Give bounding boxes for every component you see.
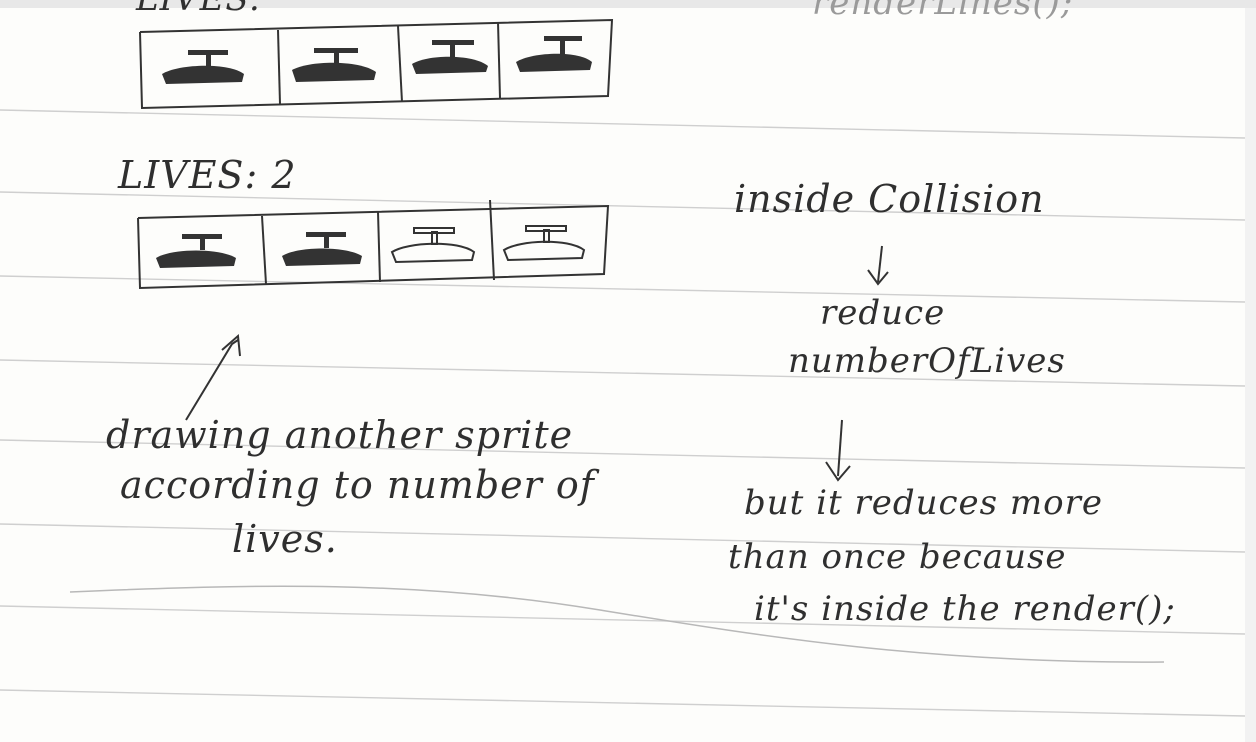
helicopter-icon — [516, 36, 592, 72]
right-note-step1-line2: numberOfLives — [788, 341, 1066, 381]
top-right-code: renderLines(); — [812, 0, 1074, 23]
helicopter-icon — [292, 48, 376, 82]
right-note-step2-line1: but it reduces more — [744, 483, 1104, 523]
lives-sprite-strip — [137, 199, 610, 290]
top-left-label: LIVES: — [136, 0, 262, 16]
helicopter-outline-icon — [502, 225, 586, 262]
page-edge — [1245, 0, 1256, 742]
top-sprite-strip — [139, 18, 614, 110]
ruled-lines — [0, 109, 1246, 717]
right-note-heading: inside Collision — [734, 177, 1045, 221]
helicopter-icon — [282, 232, 362, 266]
pointer-arrow — [185, 333, 241, 421]
left-note-line-1: drawing another sprite — [106, 413, 574, 457]
helicopter-icon — [162, 50, 244, 84]
right-note-step2-line3: it's inside the render(); — [754, 589, 1176, 629]
helicopter-icon — [412, 40, 488, 74]
helicopter-outline-icon — [390, 227, 476, 264]
wavy-divider — [69, 585, 1165, 663]
flow-arrow-1 — [867, 245, 889, 286]
helicopter-icon — [156, 234, 236, 268]
lives-label: LIVES: 2 — [118, 153, 297, 197]
right-note-step2-line2: than once because — [728, 537, 1067, 577]
left-note-line-3: lives. — [232, 517, 338, 561]
page-top-shadow — [0, 0, 1256, 8]
flow-arrow-2 — [825, 419, 851, 482]
left-note-line-2: according to number of — [120, 463, 595, 507]
right-note-step1-line1: reduce — [820, 293, 946, 333]
